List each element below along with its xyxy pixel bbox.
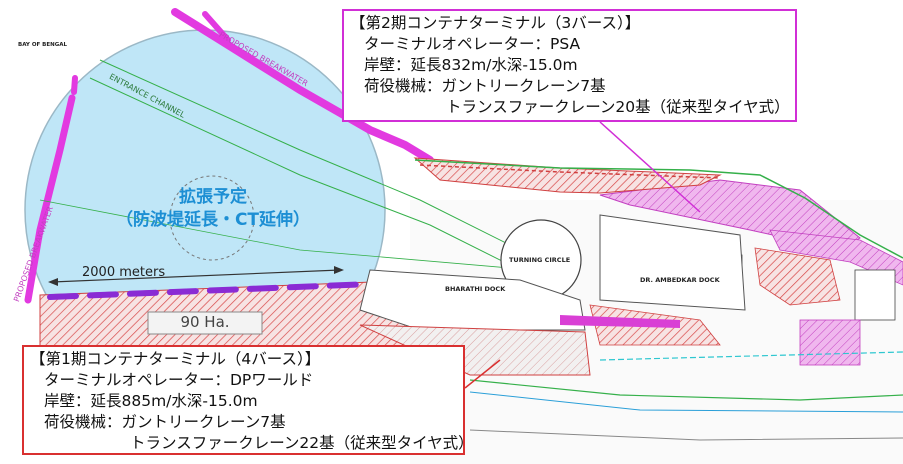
red-dashed-shore xyxy=(419,164,721,179)
phase2-title: 【第2期コンテナターミナル（3バース）】 xyxy=(350,14,641,32)
bharathi-dock-label: BHARATHI DOCK xyxy=(445,285,506,293)
phase2-red-strip xyxy=(413,157,722,194)
phase2-leader xyxy=(599,121,701,213)
expansion-title: 拡張予定 xyxy=(179,187,247,207)
east-block-2 xyxy=(854,269,896,321)
phase2-operator: ターミナルオペレーター：PSA xyxy=(364,35,581,53)
east-red-zone xyxy=(754,247,841,306)
distance-arrow-right-head xyxy=(334,266,344,274)
north-breakwater xyxy=(171,8,434,164)
distance-arrow xyxy=(51,269,341,283)
west-breakwater-upper xyxy=(71,75,78,95)
east-block-3 xyxy=(799,319,861,366)
phase1-leader xyxy=(464,359,501,389)
phase1-title: 【第1期コンテナターミナル（4バース）】 xyxy=(30,350,321,368)
harbour-wall-2 xyxy=(469,391,903,413)
phase1-callout: 【第1期コンテナターミナル（4バース）】 ターミナルオペレーター：DPワールド … xyxy=(22,345,474,455)
turning-circle-label: TURNING CIRCLE xyxy=(509,256,571,264)
phase2-callout: 【第2期コンテナターミナル（3バース）】 ターミナルオペレーター：PSA 岸壁：… xyxy=(342,9,797,122)
expansion-detail: （防波堤延長・CT延伸） xyxy=(115,210,311,230)
road-line xyxy=(469,429,903,441)
dredge-circle xyxy=(169,175,255,261)
distance-arrow-left-head xyxy=(48,278,58,286)
area-label: 90 Ha. xyxy=(180,313,230,331)
phase2-equipment-2: トランスファークレーン20基（従来型タイヤ式） xyxy=(446,98,790,116)
phase1-operator: ターミナルオペレーター：DPワールド xyxy=(44,371,314,389)
bay-label: BAY OF BENGAL xyxy=(18,42,67,48)
entrance-channel-line-2 xyxy=(89,77,541,281)
dock-magenta-berth xyxy=(560,315,680,328)
coastline-green xyxy=(414,159,903,259)
phase1-quay: 岸壁：延長885m/水深-15.0m xyxy=(44,392,258,410)
bharathi-dock-outline xyxy=(359,269,586,331)
ambedkar-dock-outline xyxy=(599,214,746,311)
entrance-channel-line-1 xyxy=(99,59,561,271)
channel-line-3 xyxy=(39,199,511,269)
west-breakwater xyxy=(24,94,76,304)
area-box xyxy=(147,311,263,335)
cyan-rail xyxy=(599,351,903,361)
harbour-wall xyxy=(469,379,903,401)
phase1-equipment: 荷役機械：ガントリークレーン7基 xyxy=(44,413,286,431)
distance-label: 2000 meters xyxy=(82,265,166,280)
phase1-equipment-2: トランスファークレーン22基（従来型タイヤ式） xyxy=(130,434,474,452)
east-pink-zone xyxy=(769,229,903,286)
ambedkar-dock-label: DR. AMBEDKAR DOCK xyxy=(640,276,720,284)
phase2-equipment: 荷役機械：ガントリークレーン7基 xyxy=(364,77,606,95)
north-breakwater-extension xyxy=(202,11,231,43)
breakwater-dashed-extension xyxy=(47,279,423,300)
phase2-quay: 岸壁：延長832m/水深-15.0m xyxy=(364,56,578,74)
